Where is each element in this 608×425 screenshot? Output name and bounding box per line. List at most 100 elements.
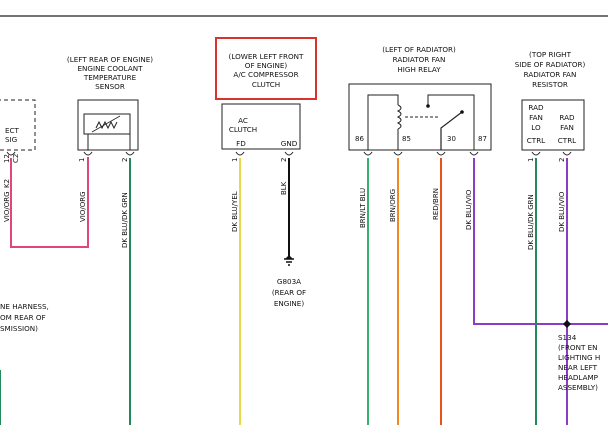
ac-clutch-title-line2: OF ENGINE): [245, 61, 288, 70]
resistor-pin1: 1: [527, 158, 535, 162]
sensor-title-line2: ENGINE COOLANT: [78, 64, 144, 73]
radiator-fan-resistor: (TOP RIGHT SIDE OF RADIATOR) RADIATOR FA…: [515, 50, 586, 250]
ac-clutch-pin-fd: FD: [236, 139, 246, 148]
coolant-temp-sensor: (LEFT REAR OF ENGINE) ENGINE COOLANT TEM…: [67, 55, 153, 248]
ac-clutch-title-line4: CLUTCH: [252, 80, 280, 89]
resistor-pin1-cup: [531, 151, 541, 156]
ac-clutch-wire2-label: BLK: [280, 181, 288, 195]
ground-id: G803A: [277, 277, 301, 286]
sensor-pin1: 1: [78, 158, 86, 162]
harness-note: NE HARNESS, OM REAR OF SMISSION): [0, 302, 49, 333]
ground-note-line2: ENGINE): [274, 299, 305, 308]
resistor-wire2-label: DK BLU/VIO: [558, 191, 566, 232]
thermistor-resistor-symbol: [95, 120, 118, 130]
ground-symbol: [284, 258, 294, 266]
harness-note-line1: NE HARNESS,: [0, 302, 49, 311]
wire-dk-blu-vio: [473, 158, 608, 325]
resistor-col2-line2: FAN: [560, 123, 574, 132]
relay-pin87: 87: [478, 135, 487, 143]
ect-connector: ECT SIG 12 C2 K2 VIO/ORG: [0, 99, 36, 222]
ect-pin-c2: C2: [12, 154, 20, 163]
relay-pin86: 86: [355, 135, 364, 143]
relay-wire86-label: BRN/LT BLU: [359, 188, 367, 228]
relay-coil-feed: [367, 94, 399, 150]
sensor-title-line1: (LEFT REAR OF ENGINE): [67, 55, 153, 64]
ac-clutch-pin2-cup: [284, 151, 294, 156]
resistor-col1-line3: LO: [531, 123, 541, 132]
relay-title-line3: HIGH RELAY: [397, 65, 441, 74]
relay-pin87-cup: [469, 151, 479, 156]
ac-clutch-box-line2: CLUTCH: [229, 125, 257, 134]
resistor-title-line2: SIDE OF RADIATOR): [515, 60, 586, 69]
ground-marker: [285, 255, 293, 259]
resistor-col1-line1: RAD: [528, 103, 544, 112]
radiator-fan-high-relay: (LEFT OF RADIATOR) RADIATOR FAN HIGH REL…: [348, 45, 492, 230]
ect-pin-12: 12: [3, 154, 11, 163]
ac-clutch-title-line3: A/C COMPRESSOR: [233, 70, 298, 79]
relay-switch-contact: [460, 110, 464, 114]
ac-clutch-pin2: 2: [280, 158, 288, 162]
resistor-col1-line2: FAN: [529, 113, 543, 122]
ac-clutch-pin1: 1: [231, 158, 239, 162]
harness-note-line3: SMISSION): [0, 324, 38, 333]
relay-pin30-cup: [436, 151, 446, 156]
splice-s134: S134 (FRONT EN LIGHTING H NEAR LEFT HEAD…: [558, 320, 600, 392]
harness-note-line2: OM REAR OF: [0, 313, 46, 322]
relay-pin85: 85: [402, 135, 411, 143]
relay-title-line1: (LEFT OF RADIATOR): [382, 45, 456, 54]
sensor-box: [77, 99, 139, 151]
resistor-pin2-cup: [562, 151, 572, 156]
ect-pin-cup: [6, 151, 16, 156]
sensor-pin2: 2: [121, 158, 129, 162]
sensor-title-line4: SENSOR: [95, 82, 125, 91]
ect-connector-box: [0, 99, 36, 151]
resistor-col1-line4: CTRL: [527, 136, 545, 145]
relay-pin86-cup: [363, 151, 373, 156]
ac-clutch-title-line1: (LOWER LEFT FRONT: [229, 52, 305, 61]
splice-marker: [563, 320, 571, 328]
sensor-pin2-cup: [125, 151, 135, 156]
resistor-col2-line1: RAD: [559, 113, 575, 122]
ect-wire-label: VIO/ORG: [3, 191, 11, 222]
resistor-pin2: 2: [558, 158, 566, 162]
ground-note-line1: (REAR OF: [272, 288, 306, 297]
splice-id: S134: [558, 333, 577, 342]
resistor-title-line4: RESISTOR: [532, 80, 568, 89]
splice-note-line5: ASSEMBLY): [558, 383, 598, 392]
relay-wire30-label: RED/BRN: [432, 188, 440, 220]
sensor-wire2-label: DK BLU/DK GRN: [121, 192, 129, 248]
sensor-pin1-cup: [83, 151, 93, 156]
sensor-inner-box: [83, 113, 131, 135]
resistor-box: [521, 99, 585, 151]
relay-wire87-label: DK BLU/VIO: [465, 189, 473, 230]
resistor-title-line3: RADIATOR FAN: [524, 70, 577, 79]
wire-vio-org: [10, 157, 89, 248]
ac-clutch-box-line1: AC: [238, 116, 248, 125]
ground-g803a: G803A (REAR OF ENGINE): [272, 255, 306, 308]
relay-switch-arm: [440, 111, 463, 150]
relay-wire85-label: BRN/ORG: [389, 189, 397, 222]
relay-coil-symbol: [396, 104, 402, 130]
splice-note-line2: LIGHTING H: [558, 353, 600, 362]
sensor-wire1-label: VIO/ORG: [79, 191, 87, 222]
ect-label-line2: SIG: [5, 135, 17, 144]
resistor-wire1-label: DK BLU/DK GRN: [527, 194, 535, 250]
splice-note-line3: NEAR LEFT: [558, 363, 598, 372]
splice-note-line1: (FRONT EN: [558, 343, 598, 352]
sensor-title-line3: TEMPERATURE: [83, 73, 137, 82]
ac-clutch-pin-gnd: GND: [281, 139, 298, 148]
resistor-col2-line3: CTRL: [558, 136, 576, 145]
relay-title-line2: RADIATOR FAN: [393, 55, 446, 64]
sensor-leads: [87, 134, 131, 150]
ac-compressor-clutch: (LOWER LEFT FRONT OF ENGINE) A/C COMPRES…: [215, 37, 317, 232]
ac-clutch-pin1-cup: [235, 151, 245, 156]
ect-label-line1: ECT: [5, 126, 20, 135]
relay-pin85-cup: [393, 151, 403, 156]
relay-87-contact: [426, 104, 430, 108]
relay-pin30: 30: [447, 135, 456, 143]
thermistor-arrow-line: [91, 115, 121, 133]
relay-box: [348, 83, 492, 151]
resistor-title-line1: (TOP RIGHT: [529, 50, 572, 59]
